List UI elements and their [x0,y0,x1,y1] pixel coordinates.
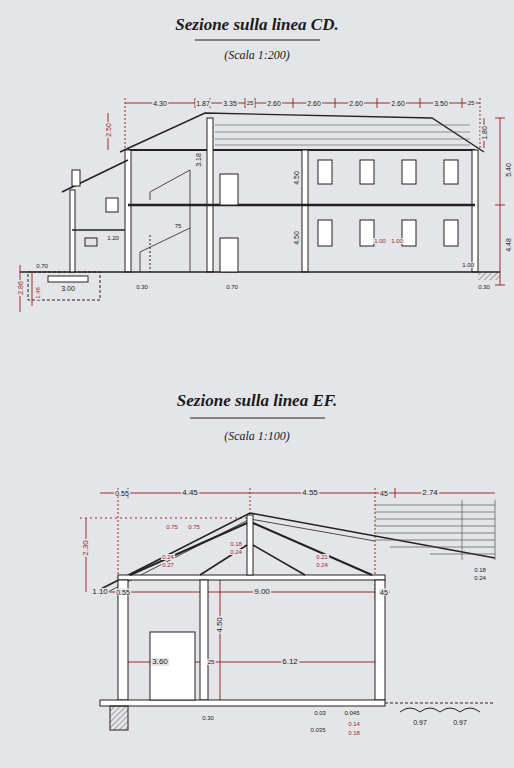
dimension-label: 2.74 [421,489,439,497]
section-title: Sezione sulla linea EF. [176,392,338,409]
dimension-label: 25 [207,659,216,665]
section-title: Sezione sulla linea CD. [174,16,339,33]
dimension-label: 4.50 [293,170,300,186]
scale-note: (Scala 1:200) [223,49,291,61]
dimension-label: 0.75 [165,524,179,530]
dimension-label: 2.60 [306,100,322,107]
dimension-label: 0.18 [229,541,243,547]
dimension-label: 4.50 [293,230,300,246]
dimension-label: 0.14 [347,721,361,727]
dimension-label: 0.55 [114,490,130,497]
dimension-label: 0.24 [315,562,329,568]
dimension-label: 4.48 [505,237,512,253]
dimension-label: 1.10 [91,588,109,596]
dimension-label: 4.30 [152,100,168,107]
dimension-label: 0.30 [477,284,491,290]
dimension-label: 45 [379,490,389,497]
dimension-label: 0.21 [315,554,329,560]
dimension-label: 2.50 [105,122,112,138]
dimension-label: 1.00 [390,238,404,244]
dimension-label: 1.87 [195,100,211,107]
dimension-label: 4.55 [301,489,319,497]
dimension-label: 0.03 [313,710,327,716]
dimension-label: 0.30 [135,284,149,290]
dimension-label: 0.70 [35,263,49,269]
dimension-label: 25 [467,100,476,106]
dimension-label: 5.40 [505,162,512,178]
dimension-label: 0.97 [452,719,468,726]
dimension-label: 0.035 [309,727,326,733]
dimension-label: 3.18 [195,152,202,168]
dimension-label: 1.48 [35,286,41,300]
dimension-label: 25 [246,100,255,106]
dimension-label: 3.60 [151,658,169,666]
dimension-label: 9.00 [253,588,271,596]
dimension-label: 0.55 [115,589,131,596]
dimension-label: 1.00 [373,238,387,244]
dimension-label: 3.00 [60,285,76,292]
dimension-label: 3.35 [222,100,238,107]
dimension-label: 0.045 [343,710,360,716]
dimension-label: 0.70 [225,284,239,290]
dimension-label: 0.24 [161,554,175,560]
dimension-label: 0.75 [187,524,201,530]
scale-note: (Scala 1:100) [223,430,291,442]
dimension-label: 2.86 [17,280,24,296]
dimension-label: 2.60 [390,100,406,107]
dimension-label: 6.12 [281,658,299,666]
dimension-label: 0.24 [473,575,487,581]
dimension-label: 1.00 [461,262,475,268]
dimension-label: 0.18 [347,730,361,736]
dimension-label: 2.60 [348,100,364,107]
dimension-label: 0.97 [412,719,428,726]
dimension-label: 0.27 [161,562,175,568]
dimension-label: 2.60 [266,100,282,107]
dimension-label: 4.50 [216,616,224,634]
dimension-label: 0.24 [229,549,243,555]
dimension-label: 4.45 [181,489,199,497]
dimension-label: 45 [379,589,389,596]
dimension-label: 3.50 [433,100,449,107]
dimension-label: 2.30 [82,539,90,557]
dimension-label: 0.18 [473,567,487,573]
dimension-label: 75 [174,223,183,229]
dimension-label: 0.30 [201,715,215,721]
dimension-label: 1.80 [481,125,488,141]
dimension-label: 1.20 [106,235,120,241]
